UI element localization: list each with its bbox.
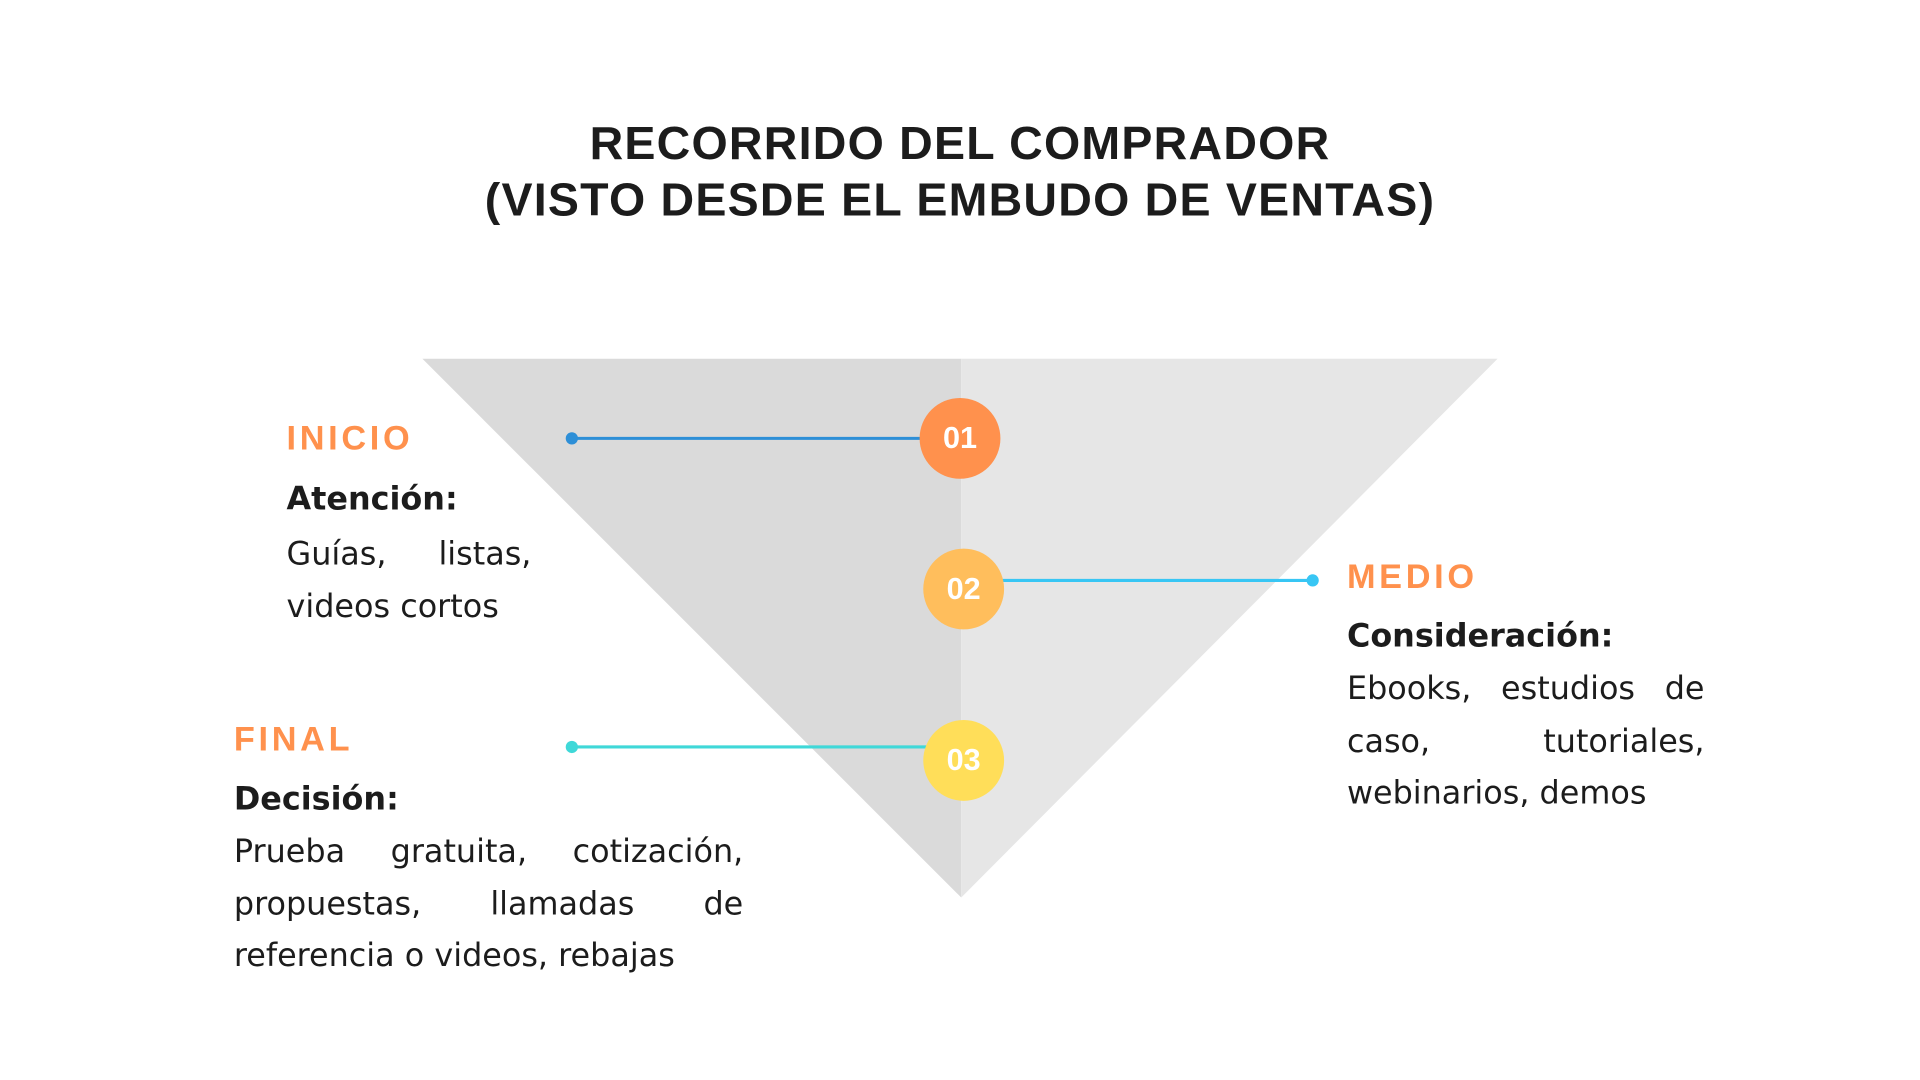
stage-heading-consideracion: Consideración: — [1346, 618, 1614, 656]
stage-body-inicio: Guías, listas, videos cortos — [286, 536, 532, 626]
stage-label-medio: MEDIO — [1346, 557, 1478, 596]
step-circle-03: 03 — [923, 720, 1005, 801]
connector-dot-02 — [1306, 574, 1319, 587]
stage-body-final: Prueba gratuita, cotización, propuestas,… — [233, 833, 744, 975]
step-circle-01: 01 — [919, 397, 1001, 479]
step-circle-02: 02 — [923, 548, 1005, 630]
connector-dot-01 — [565, 432, 578, 445]
title-line-1: RECORRIDO DEL COMPRADOR — [589, 118, 1331, 171]
title-line-2: (VISTO DESDE EL EMBUDO DE VENTAS) — [484, 175, 1436, 227]
stage-body-medio: Ebooks, estudios de caso, tutoriales, we… — [1346, 671, 1705, 812]
stage-heading-atencion: Atención: — [286, 481, 458, 518]
stage-label-inicio: INICIO — [286, 418, 414, 457]
connector-dot-03 — [565, 740, 578, 754]
stage-heading-decision: Decisión: — [233, 781, 399, 818]
stage-label-final: FINAL — [233, 720, 354, 758]
